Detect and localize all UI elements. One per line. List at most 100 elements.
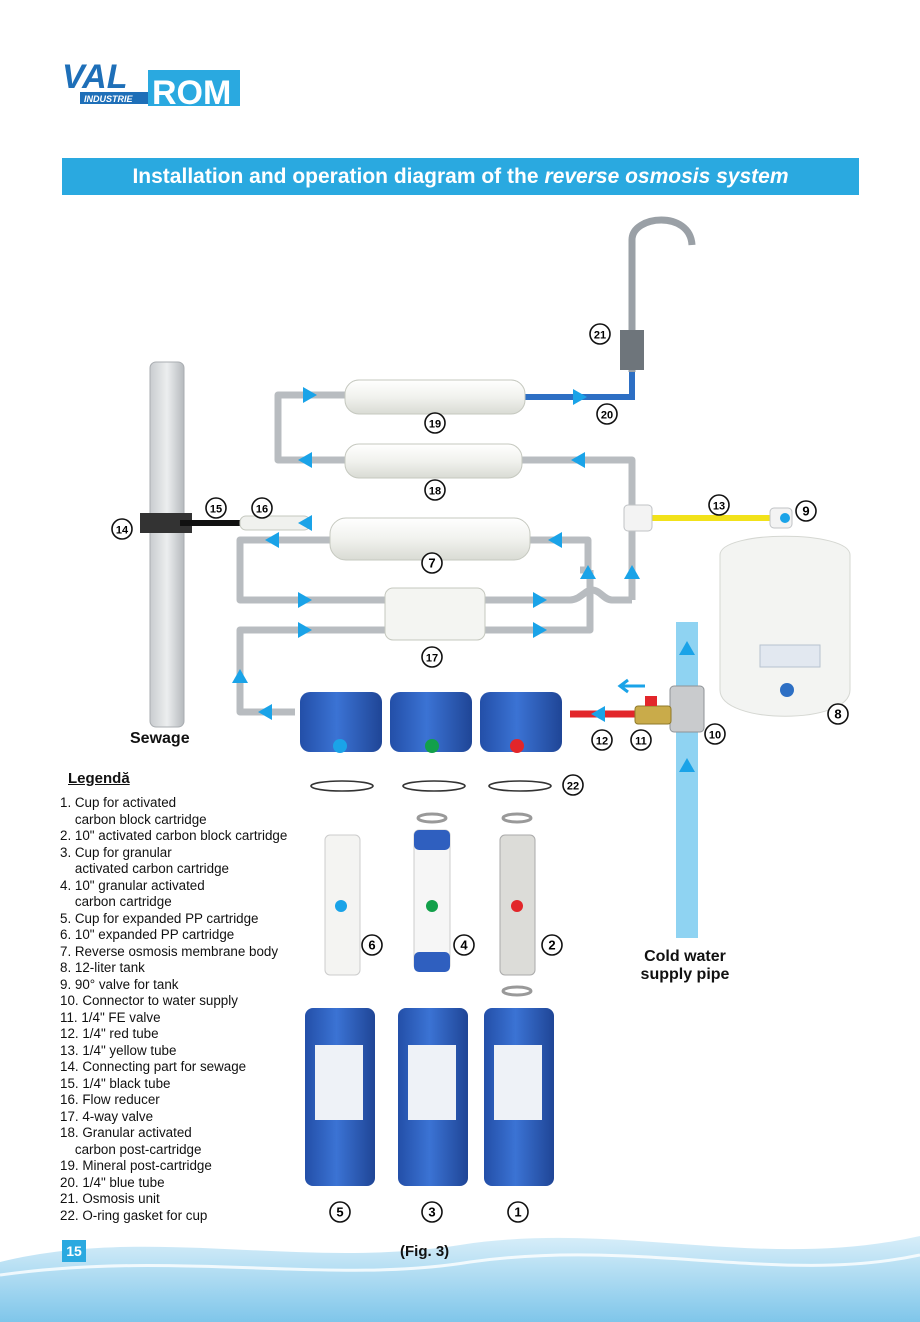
flow-arrows (232, 387, 695, 772)
callout-8: 8 (827, 703, 849, 725)
flow-reducer-16 (239, 515, 311, 531)
callout-14: 14 (111, 518, 133, 540)
legend-item: 3. Cup for granular (60, 844, 172, 860)
storage-tank-8 (719, 535, 851, 717)
legend-title: Legendă (68, 770, 130, 787)
legend-item: 20. 1/4" blue tube (60, 1174, 165, 1190)
callout-number: 12 (596, 736, 608, 748)
callout-10: 10 (704, 723, 726, 745)
legend-list: 1. Cup for activated carbon block cartri… (60, 795, 330, 1224)
gray-tubing (236, 391, 636, 716)
callout-7: 7 (421, 552, 443, 574)
legend-item: carbon block cartridge (60, 811, 207, 827)
legend-item: 15. 1/4" black tube (60, 1075, 171, 1091)
callout-number: 4 (460, 938, 468, 953)
callout-number: 18 (429, 486, 441, 498)
callout-number: 15 (210, 504, 222, 516)
callout-number: 7 (428, 556, 435, 571)
callout-number: 1 (514, 1205, 521, 1220)
logo-box (148, 70, 240, 106)
flow-arrow (298, 622, 312, 638)
flow-arrow (571, 452, 585, 468)
callout-number: 3 (428, 1205, 435, 1220)
black-tube-15 (180, 520, 240, 526)
callout-13: 13 (708, 494, 730, 516)
callout-number: 16 (256, 504, 268, 516)
callout-number: 19 (429, 419, 441, 431)
callout-number: 21 (594, 330, 606, 342)
legend: Legendă 1. Cup for activated carbon bloc… (60, 770, 330, 1224)
callout-17: 17 (421, 646, 443, 668)
filter-housings-top (300, 692, 562, 753)
granular-cartridge-4 (413, 829, 451, 971)
legend-item: 11. 1/4" FE valve (60, 1009, 161, 1025)
cold-water-label-line2: supply pipe (640, 966, 730, 983)
callout-1: 1 (507, 1201, 529, 1223)
o-rings-22 (310, 780, 552, 997)
cold-water-label-line1: Cold water (644, 948, 726, 965)
logo-val: VAL (62, 58, 127, 96)
legend-item: activated carbon cartridge (60, 861, 229, 876)
logo-sub: INDUSTRIE (84, 94, 133, 104)
osmosis-faucet (620, 216, 696, 372)
membrane-body-7 (329, 517, 531, 561)
callout-2: 2 (541, 934, 563, 956)
flow-arrow (548, 532, 562, 548)
mineral-cartridge-19 (344, 379, 526, 415)
callout-9: 9 (795, 500, 817, 522)
title-italic: reverse osmosis system (544, 164, 789, 188)
flow-arrow (303, 387, 317, 403)
callout-number: 20 (601, 410, 613, 422)
flow-arrow (298, 592, 312, 608)
legend-item: 10. Connector to water supply (60, 993, 238, 1008)
flow-arrow (533, 592, 547, 608)
callout-number: 22 (567, 781, 579, 793)
pp-cartridge-6 (324, 834, 361, 976)
callout-number: 14 (116, 525, 129, 537)
callout-number: 9 (802, 504, 809, 519)
legend-item: 5. Cup for expanded PP cartridge (60, 910, 259, 926)
flow-arrow (624, 565, 640, 579)
logo-rom: ROM (152, 74, 231, 110)
callout-number: 2 (548, 938, 555, 953)
legend-item: 2. 10" activated carbon block cartridge (60, 828, 288, 843)
page-title-banner: Installation and operation diagram of th… (62, 158, 859, 195)
callout-18: 18 (424, 479, 446, 501)
water-direction-arrow (617, 678, 645, 694)
flow-arrow (232, 669, 248, 683)
flow-arrow (573, 389, 587, 405)
callout-number: 17 (426, 653, 438, 665)
callout-21: 21 (589, 323, 611, 345)
flow-arrow (591, 706, 605, 722)
legend-item: 22. O-ring gasket for cup (60, 1207, 208, 1223)
callout-5: 5 (329, 1201, 351, 1223)
blue-tube-20 (525, 370, 635, 400)
callout-number: 8 (834, 707, 841, 722)
callout-19: 19 (424, 412, 446, 434)
flow-arrow (258, 704, 272, 720)
title-plain: Installation and operation diagram of th… (132, 164, 539, 188)
legend-item: 17. 4-way valve (60, 1108, 154, 1124)
carbon-post-cartridge-18 (344, 443, 523, 479)
legend-item: 19. Mineral post-cartridge (60, 1158, 212, 1173)
page-number: 15 (62, 1240, 86, 1262)
water-wave (0, 1236, 920, 1322)
legend-item: 9. 90° valve for tank (60, 976, 179, 992)
callout-6: 6 (361, 934, 383, 956)
callout-number: 6 (368, 938, 375, 953)
legend-item: 7. Reverse osmosis membrane body (60, 943, 279, 959)
legend-item: 4. 10" granular activated (60, 877, 205, 893)
filter-cups (305, 1008, 554, 1186)
flow-arrow (533, 622, 547, 638)
cold-water-label: Cold water supply pipe (630, 948, 740, 984)
legend-item: carbon post-cartridge (60, 1141, 202, 1157)
callout-number: 13 (713, 501, 725, 513)
legend-item: 12. 1/4" red tube (60, 1026, 159, 1041)
callout-4: 4 (453, 934, 475, 956)
flow-arrow (298, 515, 312, 531)
legend-item: 6. 10" expanded PP cartridge (60, 927, 235, 942)
callout-16: 16 (251, 497, 273, 519)
legend-item: 21. Osmosis unit (60, 1191, 160, 1206)
callout-number: 10 (709, 730, 721, 742)
